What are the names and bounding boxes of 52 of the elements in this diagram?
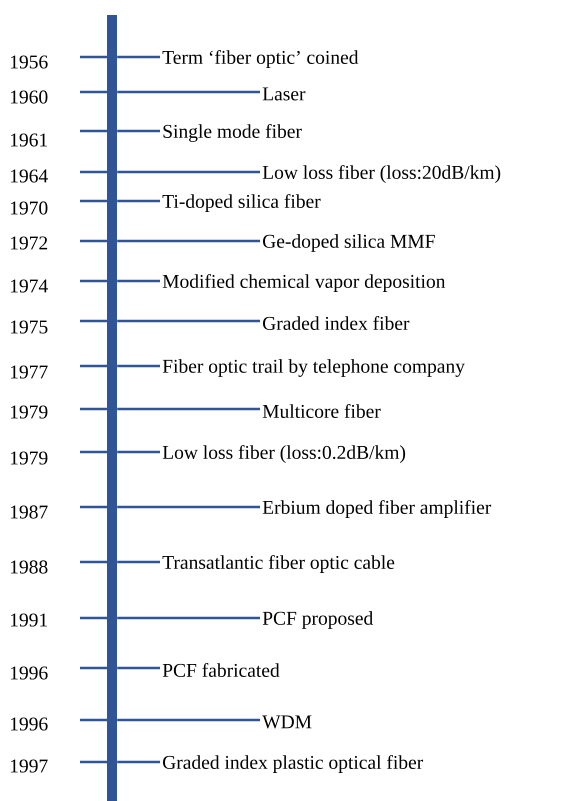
connector-line [117,560,160,564]
year-label: 1972 [10,236,48,250]
connector-line [117,616,260,620]
year-label: 1996 [10,717,48,731]
year-label: 1974 [10,279,48,293]
year-label: 1960 [10,90,48,104]
connector-line [117,760,160,764]
event-text: Ti-doped silica fiber [162,194,321,212]
connector-line [117,200,160,202]
event-text: PCF proposed [262,611,373,629]
event-text: Erbium doped fiber amplifier [262,500,492,518]
year-label: 1987 [10,505,48,519]
connector-line [117,450,160,454]
connector-line [117,170,260,174]
event-text: Term ‘fiber optic’ coined [162,50,358,68]
connector-line [117,130,160,132]
event-text: Graded index plastic optical fiber [163,755,424,773]
event-text: Graded index fiber [263,316,410,330]
connector-line [117,718,260,722]
year-label: 1970 [10,201,48,215]
event-text: PCF fabricated [162,663,280,677]
year-label: 1956 [10,55,48,69]
connector-line [117,666,160,670]
event-text: WDM [262,715,312,729]
year-label: 1997 [10,759,48,773]
connector-line [117,364,160,368]
event-text: Laser [262,88,306,100]
connector-line [117,506,260,508]
event-text: Transatlantic fiber optic cable [162,555,394,573]
event-text: Low loss fiber (loss:0.2dB/km) [162,445,406,463]
event-text: Low loss fiber (loss:20dB/km) [262,165,500,183]
year-label: 1979 [10,405,48,419]
year-label: 1979 [10,451,48,465]
event-text: Ge-doped silica MMF [263,234,435,252]
event-text: Single mode fiber [164,124,302,142]
connector-line [117,280,160,282]
year-label: 1988 [10,560,48,574]
timeline-bar [107,15,117,801]
event-text: Fiber optic trail by telephone company [162,359,465,377]
connector-line [117,90,260,94]
year-label: 1964 [10,169,48,183]
year-label: 1961 [10,133,48,147]
event-text: Multicore fiber [262,404,381,418]
connector-line [117,56,160,58]
year-label: 1996 [10,666,48,680]
connector-line [117,408,260,410]
year-label: 1977 [10,365,48,379]
year-label: 1975 [10,320,48,334]
connector-line [117,240,260,242]
year-label: 1991 [10,613,48,627]
event-text: Modified chemical vapor deposition [162,274,446,292]
connector-line [117,320,260,322]
